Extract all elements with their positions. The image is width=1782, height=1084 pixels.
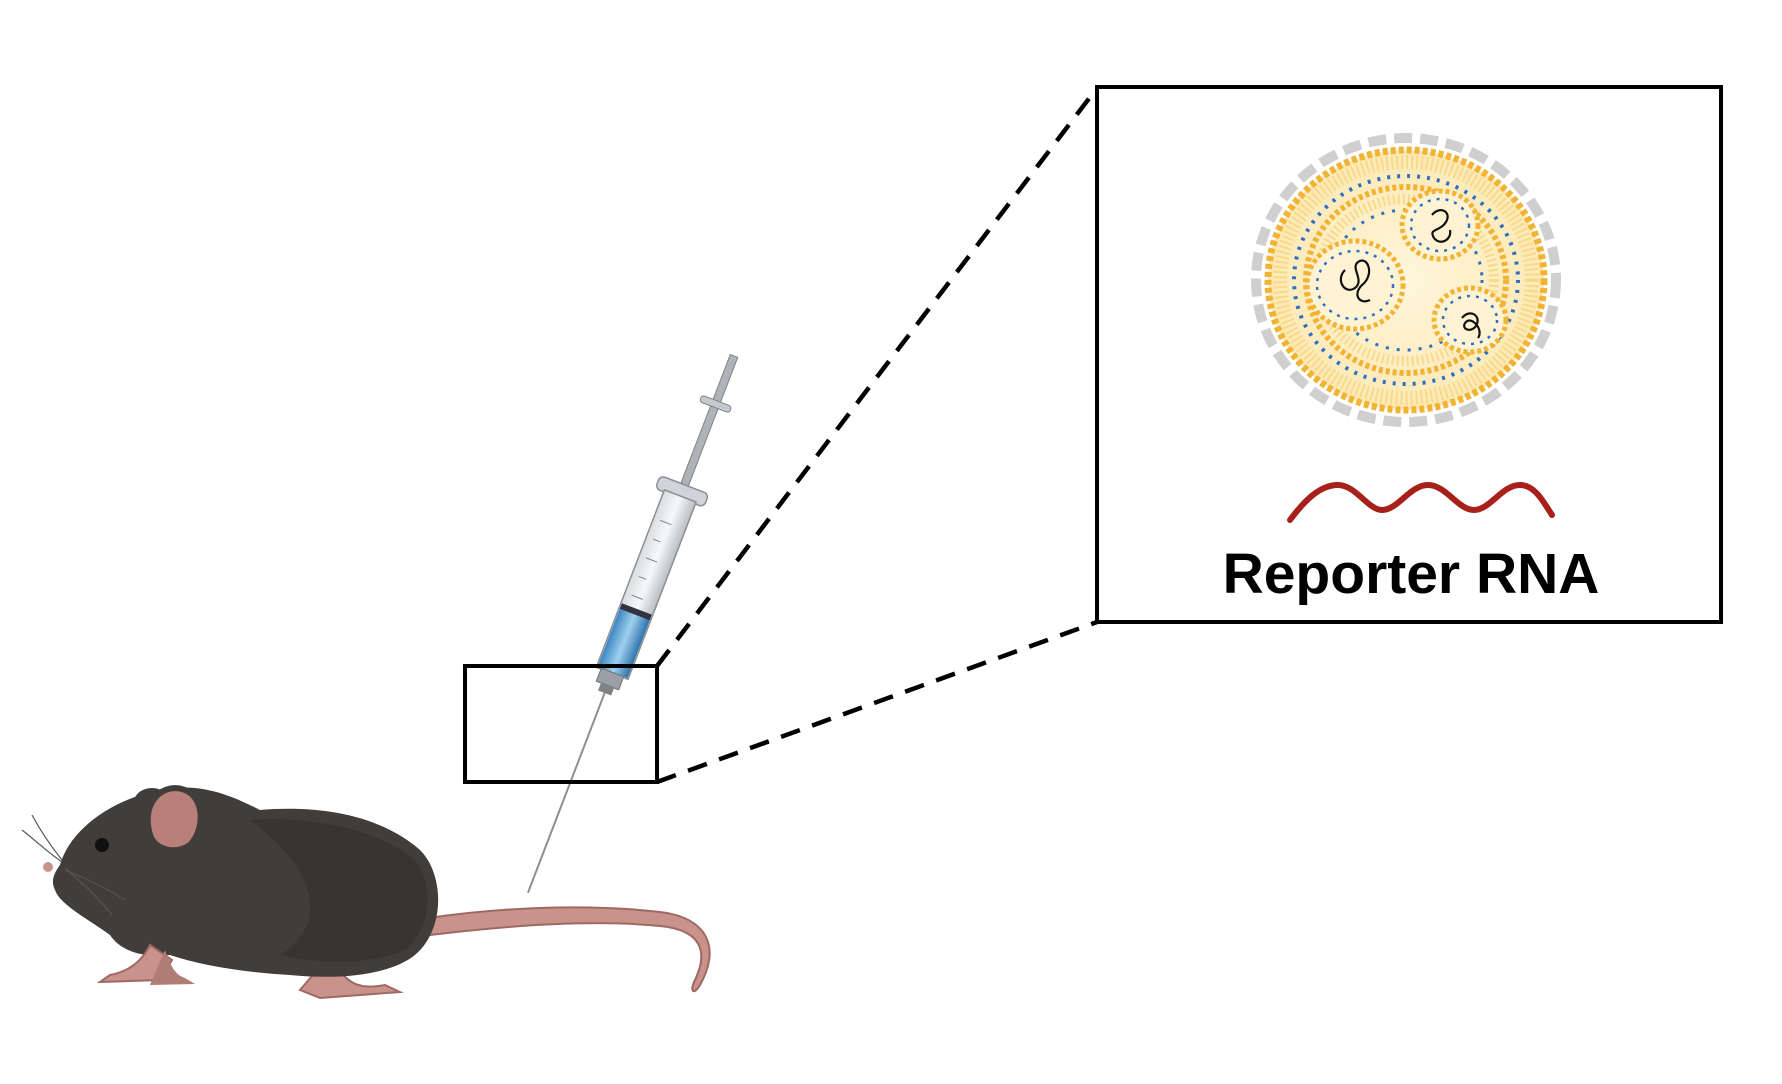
encapsulated-rna-icon bbox=[1339, 209, 1481, 339]
zoom-lines bbox=[655, 86, 1099, 785]
reporter-rna-label: Reporter RNA bbox=[1223, 542, 1600, 606]
zoom-source-box bbox=[463, 664, 659, 784]
mouse-icon bbox=[21, 785, 711, 1000]
rna-wave-icon bbox=[1287, 481, 1555, 523]
lipid-nanoparticle-icon bbox=[1251, 133, 1561, 427]
syringe-icon bbox=[527, 353, 739, 894]
